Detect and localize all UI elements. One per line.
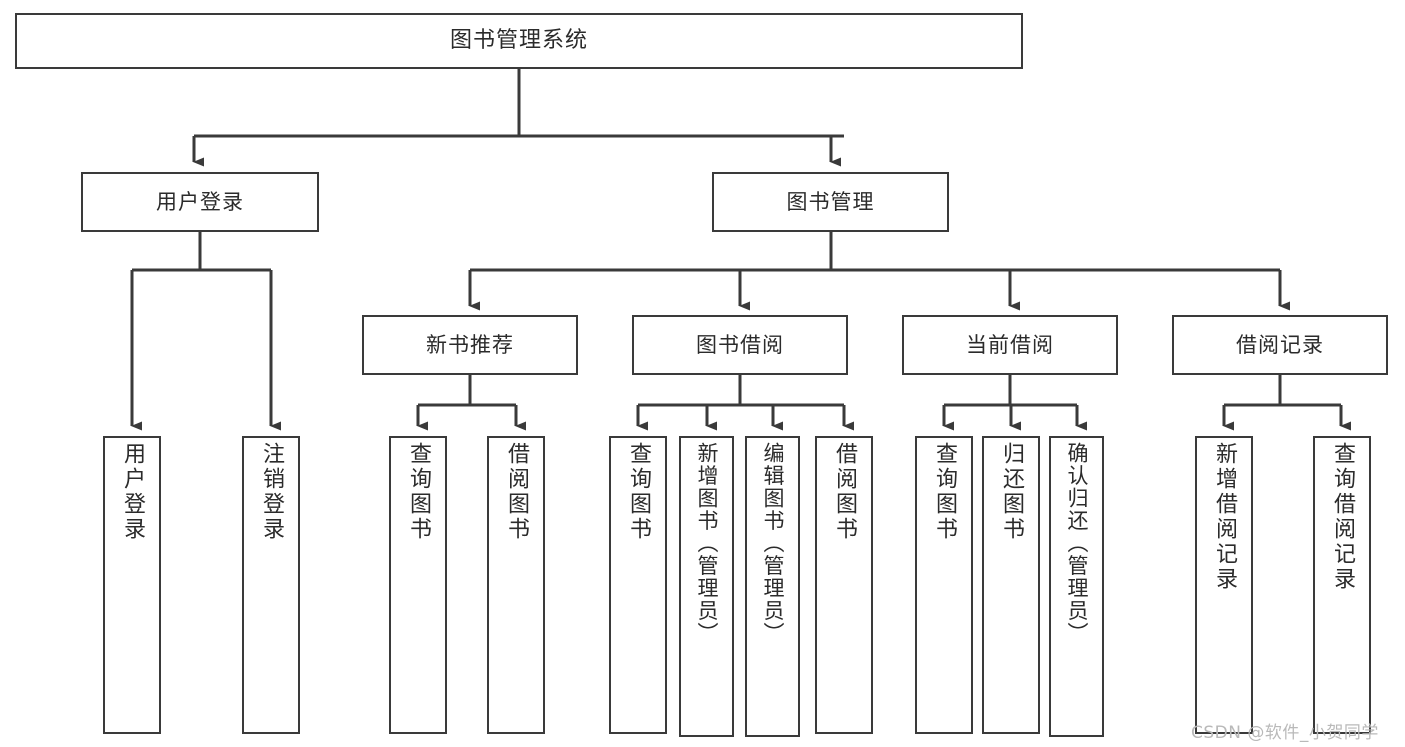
node-leaf-query-book-current[interactable]: 查询图书 [915, 436, 973, 734]
node-leaf-query-book-borrow[interactable]: 查询图书 [609, 436, 667, 734]
node-leaf-query-book-recommend[interactable]: 查询图书 [389, 436, 447, 734]
node-leaf-confirm-return-label: 确认归还（管理员） [1065, 442, 1089, 645]
node-leaf-user-login[interactable]: 用户登录 [103, 436, 161, 734]
node-user-login-label: 用户登录 [156, 189, 244, 214]
node-new-book-recommend[interactable]: 新书推荐 [362, 315, 578, 375]
node-book-borrow[interactable]: 图书借阅 [632, 315, 848, 375]
node-leaf-edit-book-label: 编辑图书（管理员） [761, 442, 785, 645]
node-leaf-query-book-recommend-label: 查询图书 [406, 442, 431, 542]
node-book-manage[interactable]: 图书管理 [712, 172, 949, 232]
node-leaf-edit-book[interactable]: 编辑图书（管理员） [745, 436, 800, 737]
node-leaf-query-borrow-record-label: 查询借阅记录 [1330, 442, 1355, 592]
node-book-manage-label: 图书管理 [786, 189, 875, 214]
node-leaf-add-borrow-record-label: 新增借阅记录 [1212, 442, 1237, 592]
node-borrow-record[interactable]: 借阅记录 [1172, 315, 1388, 375]
node-leaf-borrow-book-label: 借阅图书 [832, 442, 857, 542]
node-leaf-borrow-book-recommend-label: 借阅图书 [504, 442, 529, 542]
node-leaf-add-book-label: 新增图书（管理员） [695, 442, 719, 645]
node-root-label: 图书管理系统 [449, 28, 588, 54]
node-leaf-confirm-return[interactable]: 确认归还（管理员） [1049, 436, 1104, 737]
node-current-borrow[interactable]: 当前借阅 [902, 315, 1118, 375]
node-leaf-logout[interactable]: 注销登录 [242, 436, 300, 734]
node-leaf-query-book-current-label: 查询图书 [932, 442, 957, 542]
node-leaf-logout-label: 注销登录 [259, 442, 284, 542]
node-borrow-record-label: 借阅记录 [1236, 332, 1324, 357]
node-leaf-query-borrow-record[interactable]: 查询借阅记录 [1313, 436, 1371, 734]
node-leaf-user-login-label: 用户登录 [120, 442, 145, 542]
node-current-borrow-label: 当前借阅 [966, 332, 1054, 357]
node-leaf-add-borrow-record[interactable]: 新增借阅记录 [1195, 436, 1253, 734]
node-leaf-query-book-borrow-label: 查询图书 [626, 442, 651, 542]
node-leaf-return-book-label: 归还图书 [999, 442, 1024, 542]
node-leaf-borrow-book-recommend[interactable]: 借阅图书 [487, 436, 545, 734]
node-leaf-add-book[interactable]: 新增图书（管理员） [679, 436, 734, 737]
node-user-login[interactable]: 用户登录 [81, 172, 319, 232]
node-root[interactable]: 图书管理系统 [15, 13, 1023, 69]
node-book-borrow-label: 图书借阅 [696, 332, 784, 357]
node-new-book-recommend-label: 新书推荐 [426, 332, 514, 357]
node-leaf-return-book[interactable]: 归还图书 [982, 436, 1040, 734]
node-leaf-borrow-book[interactable]: 借阅图书 [815, 436, 873, 734]
